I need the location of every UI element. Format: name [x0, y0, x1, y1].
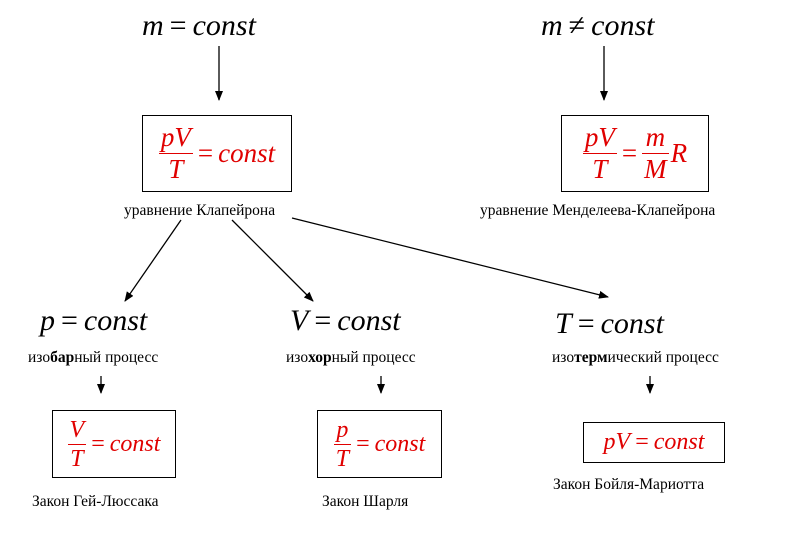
- clapeyron-formula: pV T = const: [158, 122, 276, 184]
- isothermal-condition: T=const: [555, 307, 664, 340]
- mendeleev-caption: уравнение Менделеева-Клапейрона: [480, 202, 716, 219]
- charles-formula-box: p T = const: [317, 410, 442, 478]
- condition-mass-constant: m=const: [142, 9, 256, 42]
- isochoric-condition: V=const: [290, 304, 401, 337]
- clapeyron-caption: уравнение Клапейрона: [124, 202, 276, 219]
- charles-law-name: Закон Шарля: [322, 493, 409, 510]
- isobaric-condition: p=const: [40, 304, 148, 337]
- mendeleev-formula-box: pV T = m M R: [561, 115, 709, 192]
- charles-formula: p T = const: [333, 416, 426, 472]
- arrow-clapeyron-to-isochoric: [231, 219, 314, 302]
- gay-lussac-formula-box: V T = const: [52, 410, 176, 478]
- condition-mass-variable: m≠const: [541, 9, 655, 42]
- boyle-mariotte-law-name: Закон Бойля-Мариотта: [553, 476, 705, 493]
- isochoric-caption: изохорный процесс: [286, 349, 416, 366]
- isobaric-caption: изобарный процесс: [28, 349, 159, 366]
- gay-lussac-formula: V T = const: [67, 416, 161, 472]
- arrow-clapeyron-to-isothermal: [291, 217, 609, 299]
- mendeleev-formula: pV T = m M R: [582, 122, 688, 184]
- boyle-mariotte-formula-box: pV = const: [583, 422, 725, 463]
- isothermal-caption: изотермический процесс: [552, 349, 719, 366]
- boyle-mariotte-formula: pV = const: [603, 429, 705, 455]
- arrow-clapeyron-to-isobaric: [124, 219, 182, 302]
- gay-lussac-law-name: Закон Гей-Люссака: [32, 493, 159, 510]
- clapeyron-formula-box: pV T = const: [142, 115, 292, 192]
